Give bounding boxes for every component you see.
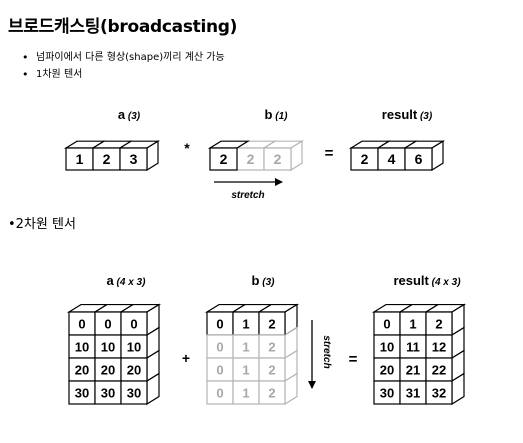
d2-operator: + [182,350,190,366]
d2-a-cell-value: 30 [101,386,115,401]
d2-b-cell-value: 1 [242,363,249,378]
d1-b-cell-value: 2 [274,151,282,167]
d2-b-cell-value: 1 [242,340,249,355]
d1-equals: = [325,145,334,162]
d2-a-cell-value: 0 [78,317,85,332]
d2-result-cell-value: 31 [406,386,420,401]
d2-b-cell-value: 0 [216,317,223,332]
d2-a-cell-value: 30 [127,386,141,401]
d1-a-label: a (3) [118,107,141,122]
d2-a-cell-value: 20 [127,363,141,378]
d2-result-cell-value: 12 [432,340,446,355]
d1-a-cell [119,147,148,171]
d1-a-cell-value: 1 [76,151,84,167]
d2-result-cell-value: 21 [406,363,420,378]
d2-result-cell-value: 22 [432,363,446,378]
d2-b-cell-value: 1 [242,317,249,332]
d2-result-cell-value: 32 [432,386,446,401]
d2-stretch-label: stretch [321,335,332,368]
d2-a-cell-value: 10 [75,340,89,355]
d1-result-cell-value: 2 [361,151,369,167]
d2-result-cell-value: 20 [380,363,394,378]
d2-a-label: a (4 x 3) [107,273,147,288]
d2-result-cell-value: 10 [380,340,394,355]
bullet-item: 1차원 텐서 [20,66,225,83]
d2-b-cell-value: 0 [216,340,223,355]
page-title: 브로드캐스팅(broadcasting) [8,17,238,37]
d2-a-cell-value: 0 [104,317,111,332]
d2-equals: = [349,351,358,368]
d1-result-cell-value: 6 [415,151,423,167]
d1-b-label: b (1) [265,107,289,122]
d2-b-cell-value: 2 [268,317,275,332]
d1-result-label: result (3) [382,107,433,122]
d2-a-cell [120,380,148,405]
d2-b-cell-value: 2 [268,340,275,355]
d2-a-cell-value: 10 [127,340,141,355]
d2-a-cell-value: 30 [75,386,89,401]
d2-result-cell-value: 2 [435,317,442,332]
d1-a-cell-value: 3 [130,151,138,167]
section-heading-2d: •2차원 텐서 [8,217,76,232]
d1-b-cell [209,147,238,171]
d2-b-cell-value: 1 [242,386,249,401]
d2-b-label: b (3) [252,273,276,288]
d2-a-cell-value: 0 [130,317,137,332]
d1-a-cell-value: 2 [103,151,111,167]
d2-b-cell-value: 0 [216,386,223,401]
d1-b-cell-value: 2 [220,151,228,167]
d1-operator: * [184,140,190,156]
d2-result-cell [425,380,453,405]
d1-b-cell [263,147,292,171]
d1-result-cell [404,147,433,171]
d2-result-label: result (4 x 3) [393,273,461,288]
d2-a-cell-value: 10 [101,340,115,355]
d1-stretch-label: stretch [231,190,264,201]
d2-result-cell-value: 11 [406,340,420,355]
d2-result-cell-value: 1 [409,317,416,332]
d2-a-cell-value: 20 [75,363,89,378]
d2-b-cell-value: 2 [268,386,275,401]
d2-b-cell-value: 0 [216,363,223,378]
d2-result-cell-value: 30 [380,386,394,401]
bullet-item: 넘파이에서 다른 형상(shape)끼리 계산 가능 [20,49,225,66]
d2-result-cell-value: 0 [383,317,390,332]
d1-result-cell-value: 4 [388,151,396,167]
d2-a-cell-value: 20 [101,363,115,378]
d2-b-cell [258,380,286,405]
bullet-list: 넘파이에서 다른 형상(shape)끼리 계산 가능 1차원 텐서 [20,49,225,83]
d2-b-cell-value: 2 [268,363,275,378]
d1-b-cell-value: 2 [247,151,255,167]
